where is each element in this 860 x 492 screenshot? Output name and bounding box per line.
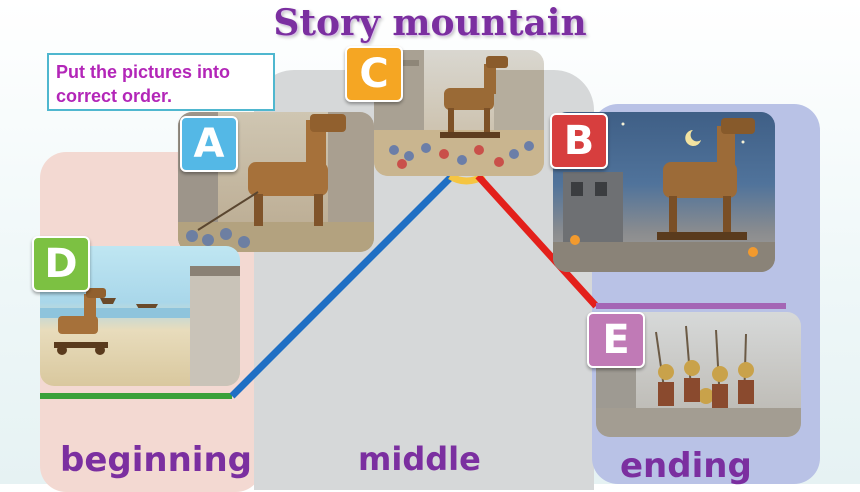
badge-b: B	[550, 113, 608, 169]
stage-label-middle: middle	[358, 440, 481, 478]
stage-label-beginning: beginning	[60, 440, 252, 480]
rising-line	[229, 173, 455, 399]
picture-b-illustration	[553, 118, 775, 272]
page-title: Story mountain	[273, 2, 587, 44]
falling-line	[475, 173, 599, 309]
badge-a: A	[180, 116, 238, 172]
picture-d-illustration	[40, 266, 240, 386]
picture-e-illustration	[596, 312, 801, 437]
stage-label-ending: ending	[620, 446, 752, 486]
picture-b[interactable]	[553, 112, 775, 272]
badge-d: D	[32, 236, 90, 292]
instruction-box: Put the pictures into correct order.	[47, 53, 275, 111]
badge-c: C	[345, 46, 403, 102]
badge-e: E	[587, 312, 645, 368]
